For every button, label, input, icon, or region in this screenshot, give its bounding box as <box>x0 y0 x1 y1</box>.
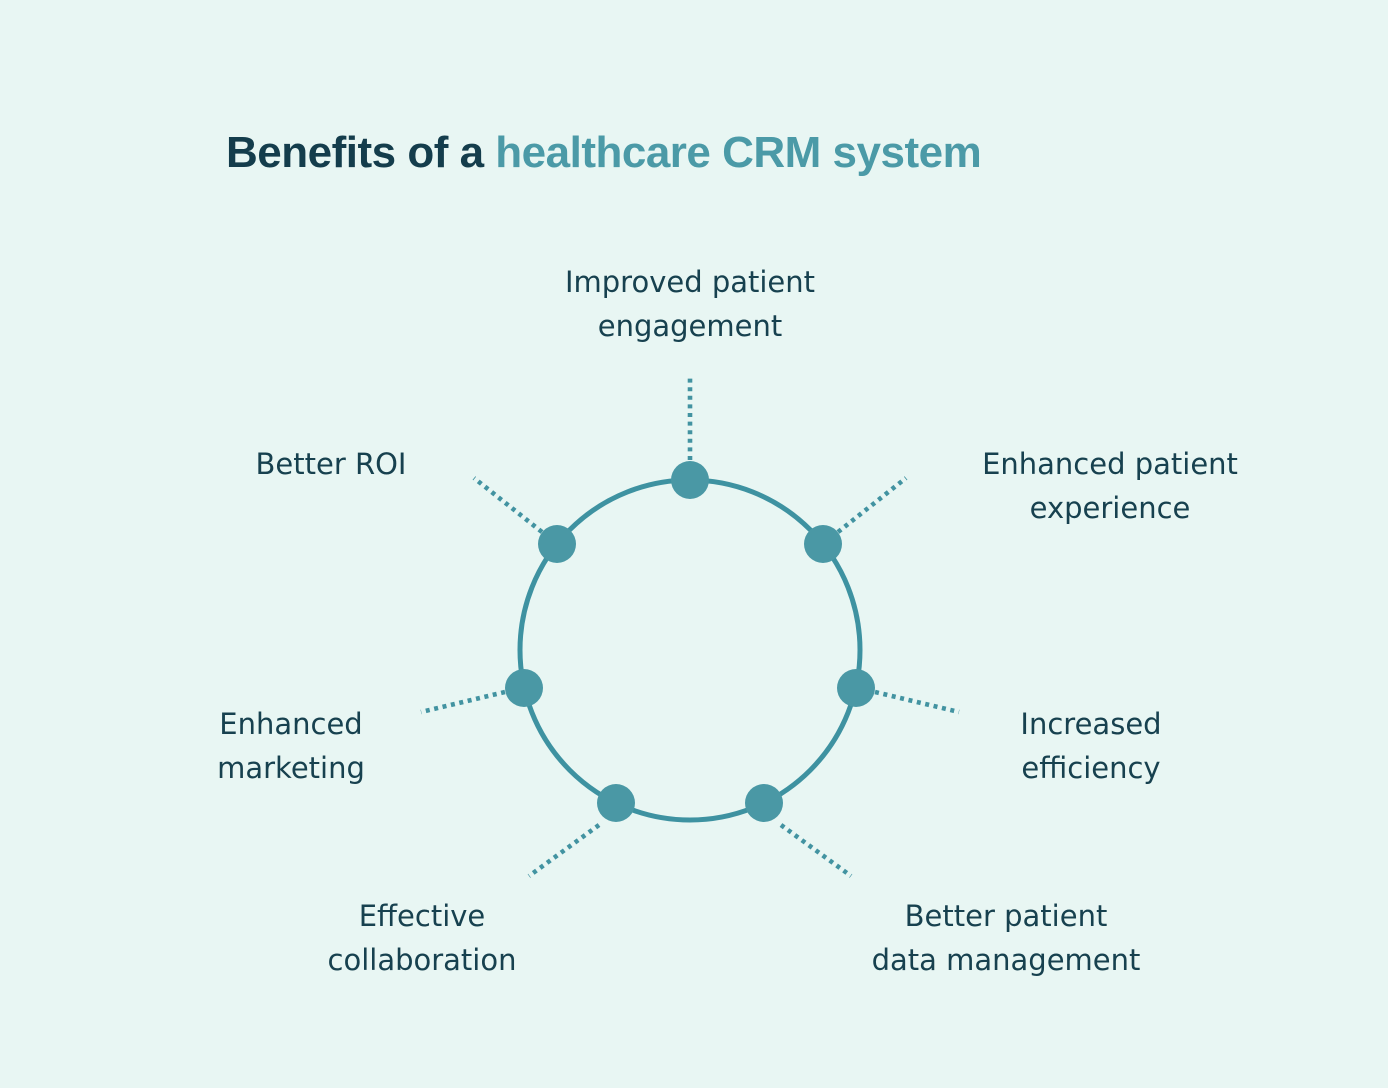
benefit-label-improved-patient-engagement: Improved patient engagement <box>564 265 816 343</box>
spoke-increased-efficiency <box>874 689 960 715</box>
benefit-label-increased-efficiency: Increased efficiency <box>1020 707 1162 785</box>
node-better-patient-data-management <box>745 784 783 822</box>
node-enhanced-patient-experience <box>804 525 842 563</box>
spoke-better-roi <box>472 476 544 534</box>
node-increased-efficiency <box>837 669 875 707</box>
page-title-highlight: healthcare CRM system <box>495 128 982 178</box>
benefit-label-enhanced-marketing: Enhanced marketing <box>217 707 365 785</box>
benefit-label-effective-collaboration: Effective collaboration <box>327 899 517 977</box>
node-effective-collaboration <box>597 784 635 822</box>
node-enhanced-marketing <box>505 669 543 707</box>
spoke-enhanced-marketing <box>420 689 506 715</box>
node-improved-patient-engagement <box>671 461 709 499</box>
benefit-label-enhanced-patient-experience: Enhanced patient experience <box>982 447 1238 525</box>
page-title: Benefits of a healthcare CRM system <box>226 127 982 179</box>
page-title-prefix: Benefits of a <box>226 128 484 178</box>
node-better-roi <box>538 525 576 563</box>
benefits-ring <box>517 477 863 823</box>
benefit-label-better-roi: Better ROI <box>255 447 407 481</box>
benefit-label-better-patient-data-management: Better patient data management <box>871 899 1141 977</box>
spoke-better-patient-data-management <box>779 823 853 878</box>
spoke-effective-collaboration <box>527 823 601 878</box>
spoke-enhanced-patient-experience <box>836 476 908 534</box>
